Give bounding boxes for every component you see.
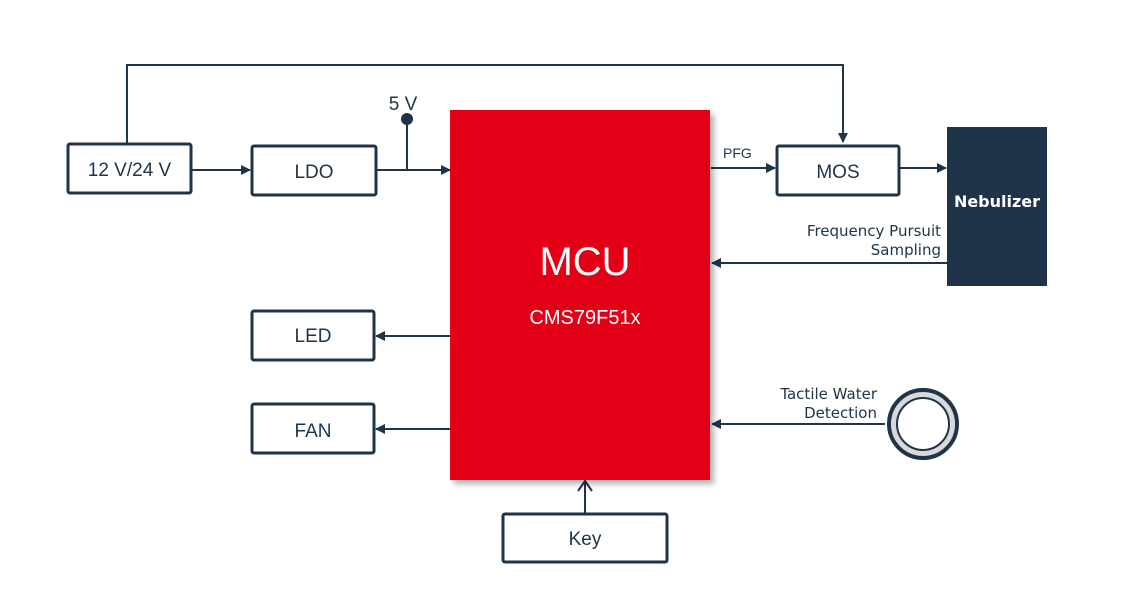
five-v-node-icon (401, 113, 413, 125)
key-label: Key (569, 529, 602, 550)
pfg-label: PFG (723, 145, 752, 161)
mcu-part-number: CMS79F51x (529, 307, 640, 329)
mcu-block[interactable]: MCU CMS79F51x (450, 110, 710, 480)
nebulizer-body (947, 127, 1047, 286)
mos-block[interactable]: MOS (775, 144, 901, 197)
key-arrow-icon (577, 479, 593, 492)
key-block[interactable]: Key (501, 512, 669, 564)
led-label: LED (295, 326, 332, 347)
ldo-label: LDO (294, 162, 333, 183)
ldo-block[interactable]: LDO (250, 144, 378, 197)
mcu-title: MCU (539, 240, 630, 284)
frequency-pursuit-label: Frequency Pursuit (807, 222, 941, 240)
tactile-water-label: Tactile Water (779, 385, 878, 403)
power-supply-block[interactable]: 12 V/24 V (66, 142, 193, 195)
fan-label: FAN (295, 421, 332, 442)
five-v-label: 5 V (389, 94, 418, 115)
power-supply-label: 12 V/24 V (88, 160, 172, 181)
supply-to-mos-wire (126, 64, 848, 143)
led-block[interactable]: LED (250, 309, 376, 362)
nebulizer-block[interactable]: Nebulizer (947, 127, 1047, 286)
fan-block[interactable]: FAN (250, 402, 376, 455)
mcu-body (450, 110, 710, 480)
nebulizer-label: Nebulizer (954, 192, 1040, 211)
detection-label: Detection (804, 404, 877, 422)
sampling-label: Sampling (871, 241, 941, 259)
water-sensor-icon (887, 388, 959, 460)
mos-label: MOS (816, 162, 859, 183)
